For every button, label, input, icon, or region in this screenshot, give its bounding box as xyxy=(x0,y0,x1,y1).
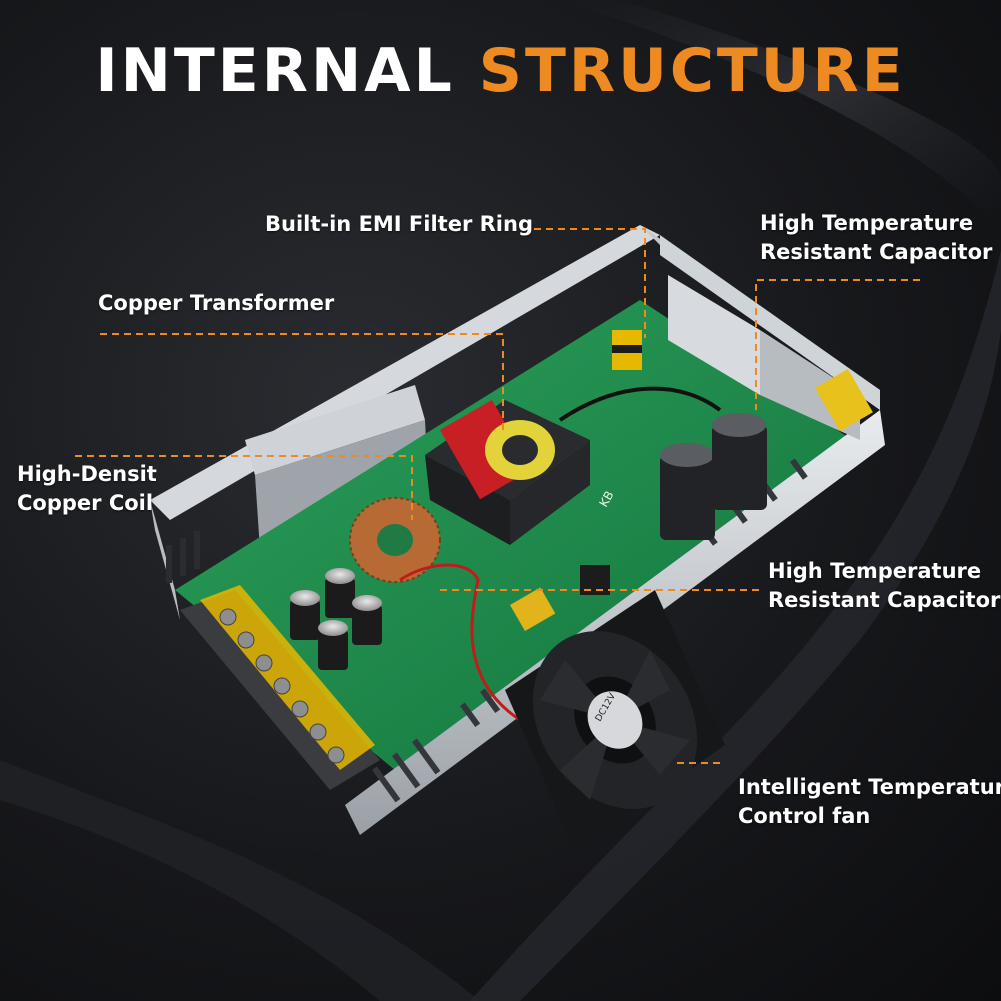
enclosure-right-wall xyxy=(660,235,880,410)
callout-emi-filter: Built-in EMI Filter Ring xyxy=(265,212,533,236)
callout-fan-line2: Control fan xyxy=(738,804,871,828)
enclosure-left-wall xyxy=(150,500,180,620)
cooling-fan: DC12V xyxy=(505,590,725,850)
emi-filter-ring xyxy=(612,330,642,370)
title-word-internal: INTERNAL xyxy=(95,36,455,106)
yellow-capacitor xyxy=(510,587,556,631)
callout-fan: Intelligent Temperature Control fan xyxy=(738,773,1001,831)
left-vents xyxy=(166,531,200,583)
callout-copper-coil: High-Densit Copper Coil xyxy=(17,460,157,518)
callout-capacitor-mid: High Temperature Resistant Capacitor xyxy=(768,557,1000,615)
board-marking: KB xyxy=(596,489,616,510)
callout-copper-coil-line2: Copper Coil xyxy=(17,491,154,515)
heat-sink-right xyxy=(668,275,873,440)
callout-capacitor-top-line1: High Temperature xyxy=(760,211,974,235)
callout-lines xyxy=(75,228,920,764)
copper-coil xyxy=(349,497,441,583)
callout-transformer: Copper Transformer xyxy=(98,291,335,315)
title-word-structure: STRUCTURE xyxy=(478,36,906,106)
copper-transformer xyxy=(425,400,590,545)
callout-capacitor-top-line2: Resistant Capacitor xyxy=(760,240,993,264)
callout-capacitor-top: High Temperature Resistant Capacitor xyxy=(760,209,992,267)
ac-wire xyxy=(558,386,722,422)
page-title: INTERNAL STRUCTURE xyxy=(0,36,1001,106)
terminal-block xyxy=(180,585,380,790)
callout-capacitor-mid-line1: High Temperature xyxy=(768,559,982,583)
large-capacitors xyxy=(660,413,767,540)
callout-fan-line1: Intelligent Temperature xyxy=(738,775,1001,799)
small-capacitors xyxy=(290,568,382,670)
callout-copper-coil-line1: High-Densit xyxy=(17,462,157,486)
callout-capacitor-mid-line2: Resistant Capacitor xyxy=(768,588,1001,612)
